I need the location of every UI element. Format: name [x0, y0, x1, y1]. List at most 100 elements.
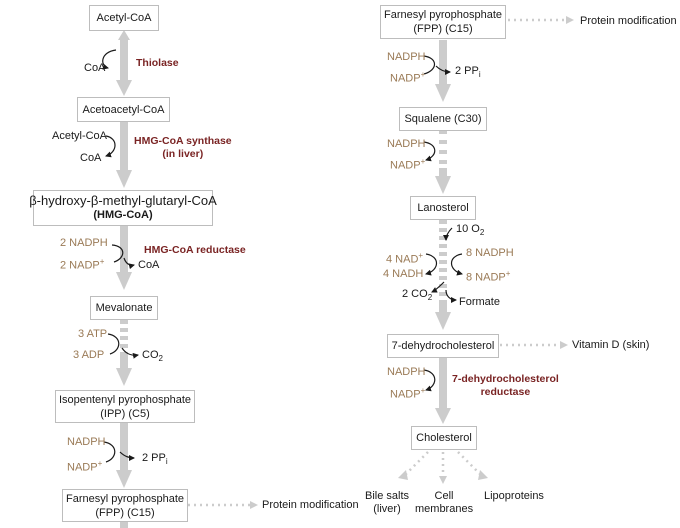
- 7-dhc-reductase-line-1: 7-dehydrocholesterol: [452, 373, 559, 385]
- co2-left-text: CO: [142, 349, 159, 361]
- fpp-right-full-name: Farnesyl pyrophosphate: [383, 9, 502, 21]
- nadp-left-text: NADP: [67, 461, 98, 474]
- o2-subscript: 2: [479, 228, 485, 238]
- hmg-synthase-curve: [105, 135, 116, 158]
- left-trunk-arrow-1: [118, 30, 130, 40]
- mevalonate-label: Mevalonate: [95, 302, 153, 314]
- ppi-right-subscript: i: [478, 70, 481, 80]
- left-trunk-shaft-6: [120, 522, 128, 528]
- hmg-reductase-curve: [111, 244, 134, 265]
- hmg-coa-abbrev: (HMG-CoA): [93, 209, 153, 221]
- nadph-input-a: NADPH: [387, 51, 426, 63]
- left-trunk-shaft-5: [120, 422, 128, 472]
- right-trunk-shaft-3: [439, 220, 447, 224]
- nadp-a-charge: +: [420, 70, 426, 79]
- hmg-coa-synthase-location: (in liver): [162, 148, 204, 160]
- adp-3-output: 3 ADP: [73, 349, 105, 361]
- left-trunk-head-2: [116, 170, 132, 188]
- ppi-right-text: 2 PP: [455, 65, 479, 77]
- ipp-full-name: Isopentenyl pyrophosphate: [58, 393, 192, 406]
- co2-right-text: 2 CO: [402, 288, 428, 300]
- protein-modification-right: Protein modification: [580, 15, 677, 27]
- fpp-left-abbrev: (FPP) (C15): [95, 506, 155, 519]
- coa-released-1: CoA: [84, 62, 106, 74]
- ppi-left-text: 2 PP: [142, 452, 166, 464]
- nadph-input-b: NADPH: [387, 138, 426, 150]
- right-trunk-head-1: [435, 84, 451, 102]
- co2-output-right: 2 CO2: [402, 288, 432, 304]
- vitamin-d-product: Vitamin D (skin): [572, 339, 650, 351]
- formate-output: Formate: [459, 296, 500, 308]
- nadp-2-output: 2 NADP+: [60, 255, 104, 273]
- ipp-curve: [103, 441, 134, 462]
- coa-released-2: CoA: [80, 152, 102, 164]
- nad-curve: [425, 253, 438, 276]
- acetoacetyl-coa-box: Acetoacetyl-CoA: [77, 97, 170, 122]
- nadp-c-charge: +: [420, 386, 426, 395]
- left-trunk-shaft-3: [120, 226, 128, 274]
- left-trunk-shaft-1: [120, 40, 128, 80]
- hmg-coa-synthase-name: HMG-CoA synthase: [134, 135, 232, 147]
- left-trunk-head-3: [116, 272, 132, 290]
- nadp-2-text: 2 NADP: [60, 259, 100, 272]
- mevalonate-box: Mevalonate: [90, 296, 158, 320]
- coa-released-3: CoA: [138, 259, 160, 271]
- 7-dhc-reductase-line-2: reductase: [480, 386, 531, 398]
- lipoproteins-branch: [457, 451, 483, 477]
- hmg-coa-reductase-enzyme: HMG-CoA reductase: [144, 244, 246, 256]
- bile-salts-line-2: (liver): [373, 503, 401, 515]
- dhc-curve: [423, 369, 436, 392]
- cholesterol-box: Cholesterol: [411, 426, 477, 450]
- formate-curve: [445, 289, 457, 303]
- hmg-coa-full-name: β-hydroxy-β-methyl-glutaryl-CoA: [29, 193, 217, 208]
- bile-salts-branch: [403, 451, 429, 477]
- nad-4-charge: +: [418, 251, 424, 260]
- nadp-b-text: NADP: [390, 159, 421, 172]
- nadp-c-text: NADP: [390, 388, 421, 401]
- ipp-abbrev: (IPP) (C5): [100, 407, 150, 420]
- left-trunk-shaft-4: [120, 320, 128, 324]
- right-trunk-head-4: [435, 408, 451, 424]
- 7-dehydrocholesterol-label: 7-dehydrocholesterol: [391, 340, 495, 352]
- nad-4-input: 4 NAD+: [386, 249, 423, 267]
- cholesterol-label: Cholesterol: [416, 432, 472, 444]
- left-trunk-head-5: [116, 470, 132, 488]
- mevalonate-curve: [107, 333, 138, 355]
- nadph8-curve: [450, 253, 463, 276]
- nadh-4-output: 4 NADH: [383, 268, 424, 280]
- lipoproteins-product: Lipoproteins: [484, 490, 544, 502]
- left-trunk-shaft-2: [120, 120, 128, 172]
- o2-curve: [443, 227, 453, 241]
- 7-dhc-reductase-enzyme: 7-dehydrocholesterol reductase: [452, 373, 559, 399]
- bile-salts-line-1: Bile salts: [365, 490, 410, 502]
- hmg-coa-synthase-enzyme: HMG-CoA synthase (in liver): [134, 135, 232, 161]
- nadp-left-charge: +: [97, 459, 103, 468]
- nadph-2-input: 2 NADPH: [60, 237, 108, 249]
- nadp-output-b: NADP+: [390, 155, 425, 173]
- acetyl-coa-box: Acetyl-CoA: [89, 5, 159, 31]
- nadp-output-left: NADP+: [67, 457, 102, 475]
- nadp-8-output: 8 NADP+: [466, 267, 510, 285]
- acetyl-coa-label: Acetyl-CoA: [96, 12, 152, 24]
- nadp-output-a: NADP+: [390, 68, 425, 86]
- lanosterol-curve: [423, 141, 436, 162]
- fpp-box-left: Farnesyl pyrophosphate (FPP) (C15): [62, 489, 188, 522]
- nadph-input-c: NADPH: [387, 366, 426, 378]
- co2-output-left: CO2: [142, 349, 163, 365]
- lanosterol-box: Lanosterol: [410, 196, 476, 220]
- acetyl-coa-input: Acetyl-CoA: [52, 130, 108, 142]
- squalene-label: Squalene (C30): [404, 113, 482, 125]
- lanosterol-label: Lanosterol: [417, 202, 469, 214]
- cell-membranes-line-1: Cell: [434, 490, 454, 502]
- fpp-right-abbrev: (FPP) (C15): [413, 23, 473, 35]
- right-trunk-shaft-1: [439, 40, 447, 84]
- acetoacetyl-coa-label: Acetoacetyl-CoA: [82, 103, 165, 116]
- nadp-output-c: NADP+: [390, 384, 425, 402]
- squalene-box: Squalene (C30): [399, 107, 487, 131]
- o2-text: 10 O: [456, 223, 480, 235]
- nad-4-text: 4 NAD: [386, 253, 419, 266]
- hmg-coa-box: β-hydroxy-β-methyl-glutaryl-CoA (HMG-CoA…: [29, 190, 217, 226]
- nadp-8-charge: +: [505, 269, 511, 278]
